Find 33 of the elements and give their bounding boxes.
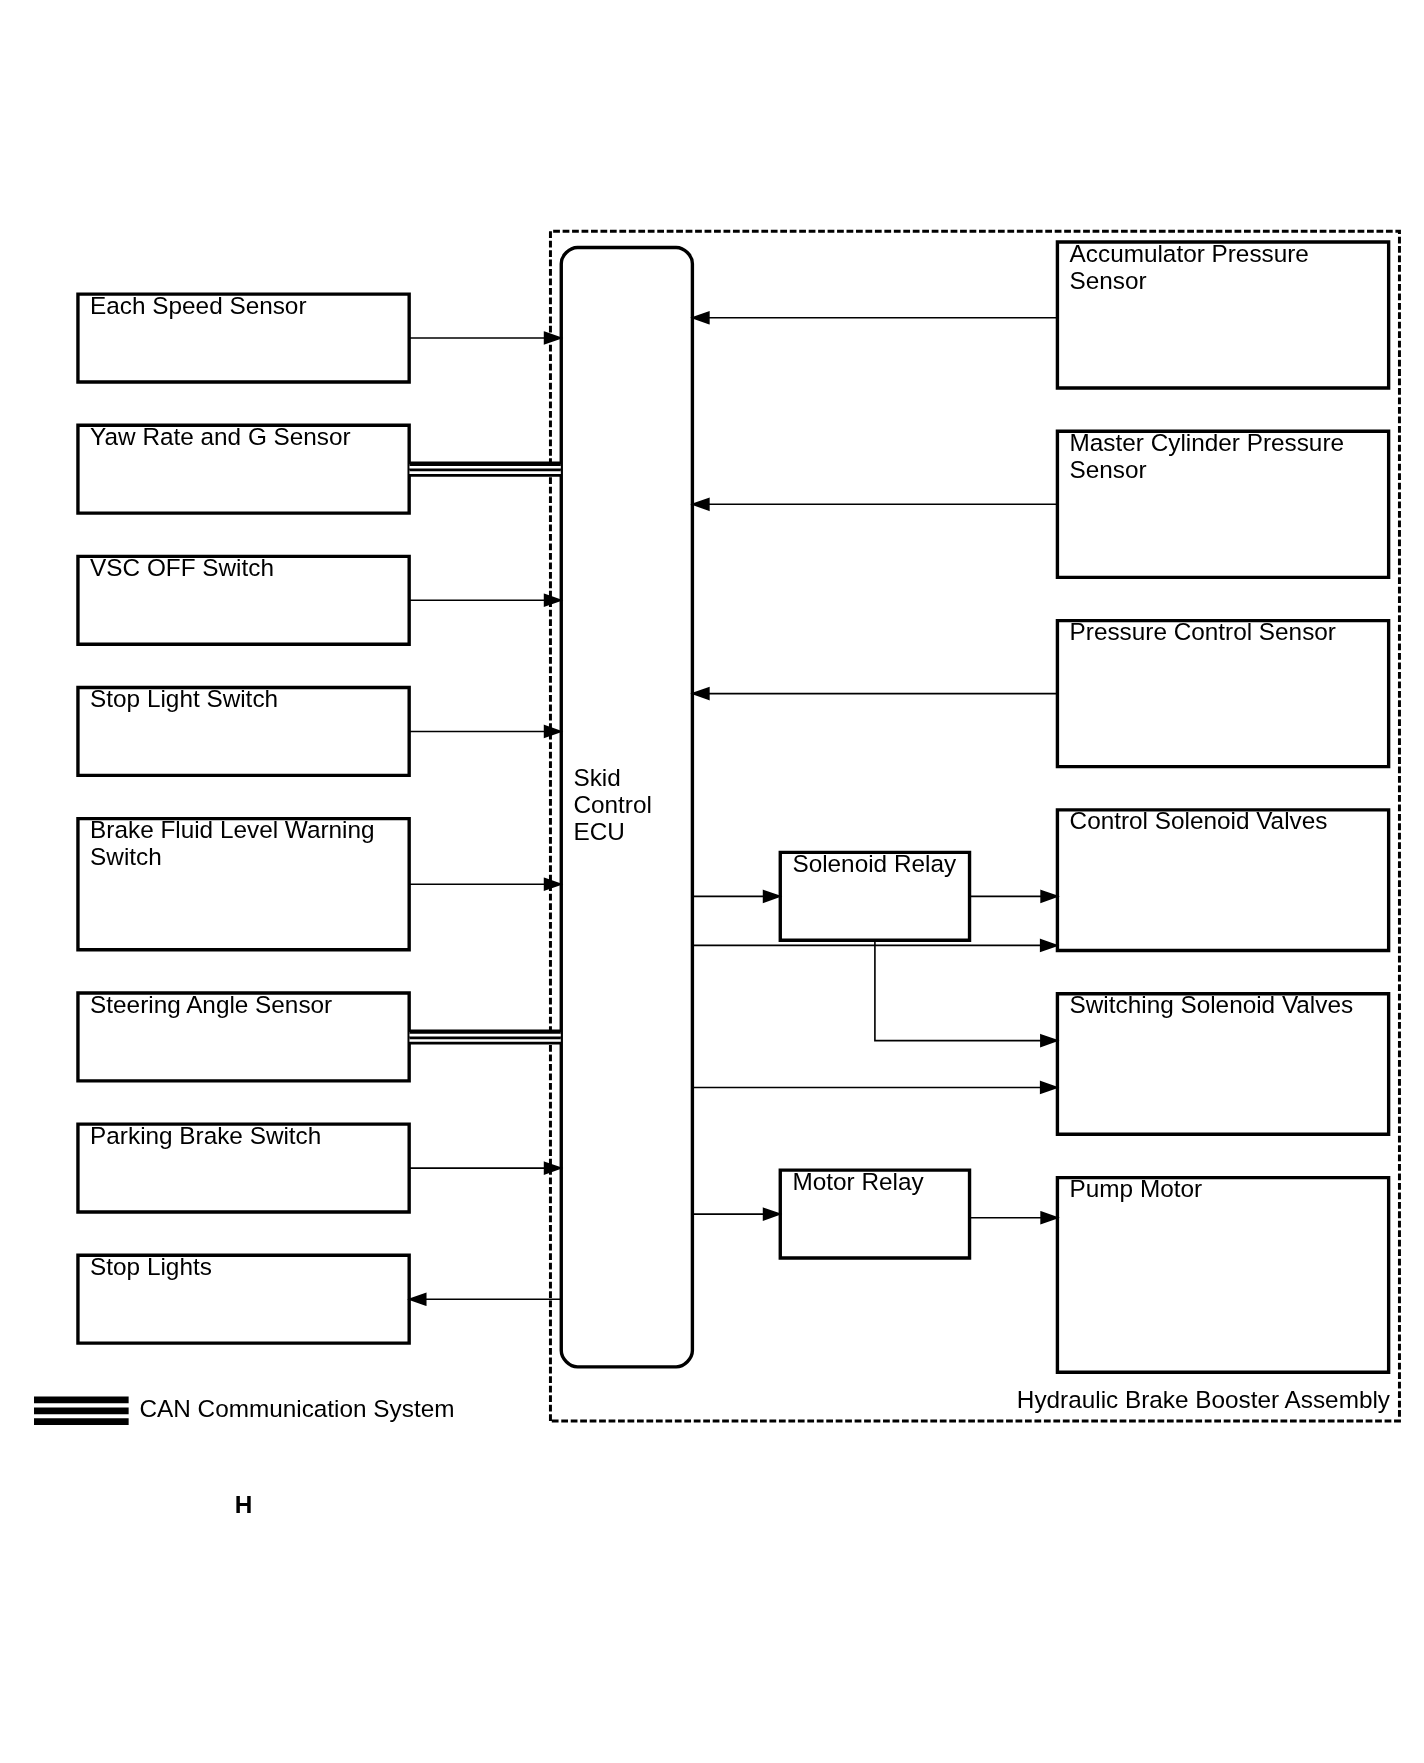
arrow (407, 1292, 562, 1307)
node-box: Each Speed Sensor (76, 292, 411, 384)
node-box: Solenoid Relay (778, 850, 972, 942)
arrow (690, 497, 1059, 512)
arrow (690, 310, 1059, 325)
arrow (408, 877, 564, 892)
node-box: Switching Solenoid Valves (1055, 992, 1391, 1136)
label: H (234, 1491, 253, 1519)
arrow (408, 593, 564, 608)
connector (409, 1029, 561, 1045)
node-box: Skid Control ECU (559, 245, 695, 1369)
arrow (692, 1080, 1060, 1095)
node-box: Control Solenoid Valves (1055, 808, 1391, 953)
node-box: Steering Angle Sensor (76, 991, 411, 1083)
arrow (690, 686, 1059, 701)
node-box: Brake Fluid Level Warning Switch (76, 816, 411, 952)
arrow (874, 939, 1060, 1048)
arrow (968, 889, 1060, 904)
node-box: Motor Relay (778, 1168, 972, 1260)
node-box: Accumulator Pressure Sensor (1055, 240, 1391, 390)
node-box: VSC OFF Switch (76, 554, 411, 646)
legend-label: CAN Communication System (139, 1394, 455, 1422)
arrow (968, 1210, 1060, 1225)
node-box: Stop Lights (76, 1253, 411, 1345)
connector (409, 461, 561, 477)
arrow (408, 724, 564, 739)
node-box: Parking Brake Switch (76, 1122, 411, 1214)
node-box: Pump Motor (1055, 1175, 1391, 1374)
node-box: Stop Light Switch (76, 685, 411, 778)
node-box: Yaw Rate and G Sensor (76, 423, 411, 515)
node-box: Master Cylinder Pressure Sensor (1055, 429, 1391, 579)
arrow (692, 938, 1060, 953)
node-box: Pressure Control Sensor (1055, 618, 1391, 769)
